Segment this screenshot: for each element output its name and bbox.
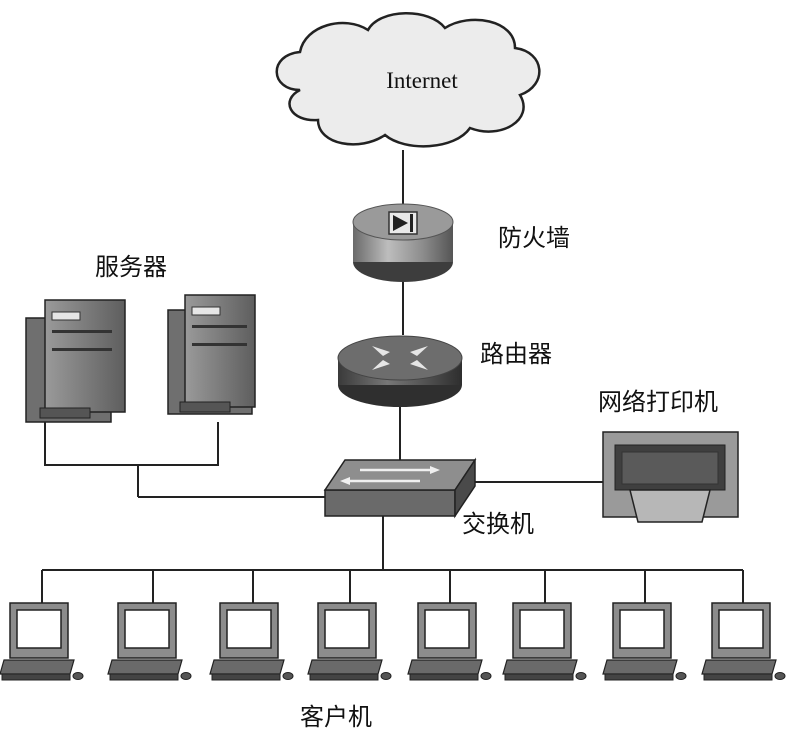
clients-group: [0, 602, 786, 681]
server-icon: [25, 299, 126, 423]
client-pc-icon: [602, 602, 687, 681]
network-printer-icon: [602, 431, 739, 523]
client-pc-icon: [502, 602, 587, 681]
client-pc-icon: [307, 602, 392, 681]
servers-label: 服务器: [95, 253, 167, 281]
client-pc-icon: [107, 602, 192, 681]
internet-label: Internet: [386, 68, 458, 93]
internet-cloud-icon: [275, 12, 541, 148]
server-icon: [167, 294, 256, 415]
connection-lines: [41, 150, 744, 603]
switch-icon: [323, 457, 477, 519]
client-pc-icon: [0, 602, 84, 681]
router-label: 路由器: [480, 340, 552, 368]
router-icon: [337, 335, 463, 407]
client-pc-icon: [701, 602, 786, 681]
client-pc-icon: [407, 602, 492, 681]
client-pc-icon: [209, 602, 294, 681]
network-printer-label: 网络打印机: [598, 388, 718, 416]
firewall-icon: [352, 203, 454, 282]
switch-label: 交换机: [462, 510, 534, 538]
clients-label: 客户机: [300, 703, 372, 731]
link-servers-switch: [44, 422, 219, 466]
firewall-label: 防火墙: [498, 224, 570, 252]
